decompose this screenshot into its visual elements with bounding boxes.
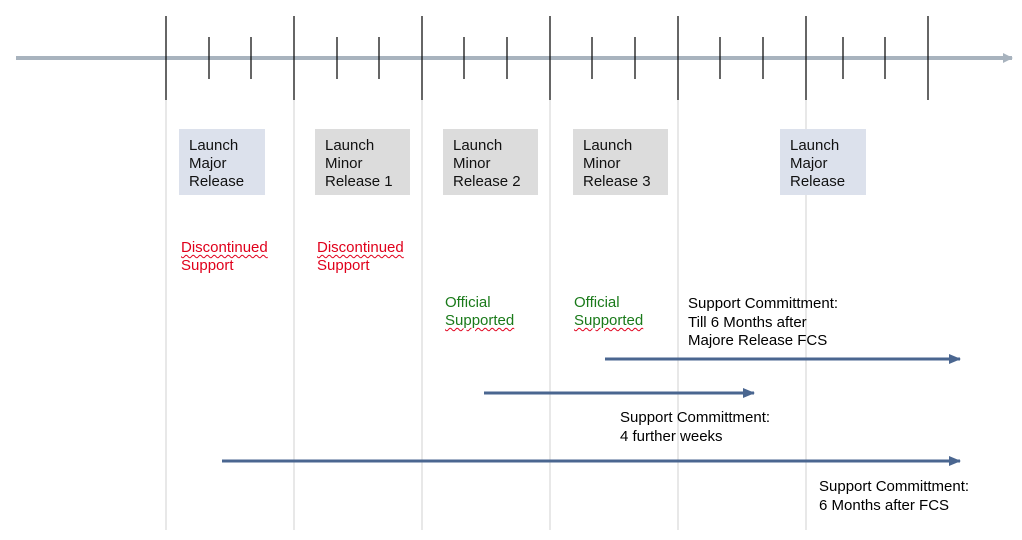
note-line: Majore Release FCS xyxy=(688,332,828,349)
status-supported-minor-3: Official Supported xyxy=(574,294,643,330)
release-line: Release xyxy=(189,173,245,190)
release-line: Release 2 xyxy=(453,173,521,190)
release-line: Launch xyxy=(790,137,840,154)
release-line: Minor xyxy=(453,155,491,172)
status-line: Discontinued xyxy=(181,239,268,256)
minor-ticks xyxy=(208,37,886,79)
note-line: Till 6 Months after xyxy=(688,313,807,331)
release-box-major-1: Launch Major Release xyxy=(179,129,265,195)
release-line: Release 3 xyxy=(583,173,651,190)
release-line: Release 1 xyxy=(325,173,393,190)
status-line: Supported xyxy=(445,312,515,329)
release-box-minor-3: Launch Minor Release 3 xyxy=(573,129,668,195)
release-line: Release xyxy=(790,173,846,190)
status-line: Official xyxy=(574,294,620,311)
release-box-minor-2: Launch Minor Release 2 xyxy=(443,129,538,195)
release-line: Launch xyxy=(189,137,239,154)
commitment-note-6-months-after-major: Support Committment: Till 6 Months after… xyxy=(688,295,838,351)
release-line: Launch xyxy=(325,137,375,154)
status-line: Support xyxy=(317,257,370,274)
status-line: Discontinued xyxy=(317,239,404,256)
release-line: Launch xyxy=(583,137,633,154)
release-line: Major xyxy=(790,155,828,172)
commitment-note-4-weeks: Support Committment: 4 further weeks xyxy=(620,409,770,446)
note-line: 6 Months after FCS xyxy=(819,496,950,514)
release-box-major-2: Launch Major Release xyxy=(780,129,866,195)
major-ticks xyxy=(165,16,929,100)
release-line: Major xyxy=(189,155,227,172)
note-line: Support Committment: xyxy=(620,409,771,426)
note-line: Support Committment: xyxy=(688,295,839,312)
status-line: Support xyxy=(181,257,234,274)
status-discontinued-major: Discontinued Support xyxy=(181,239,268,275)
release-line: Launch xyxy=(453,137,503,154)
note-line: 4 further weeks xyxy=(620,427,723,445)
status-supported-minor-2: Official Supported xyxy=(445,294,514,330)
note-line: Support Committment: xyxy=(819,478,970,495)
release-line: Minor xyxy=(583,155,621,172)
status-discontinued-minor-1: Discontinued Support xyxy=(317,239,404,275)
release-box-minor-1: Launch Minor Release 1 xyxy=(315,129,410,195)
release-line: Minor xyxy=(325,155,363,172)
status-line: Official xyxy=(445,294,491,311)
commitment-note-6-months-fcs: Support Committment: 6 Months after FCS xyxy=(819,478,969,515)
status-line: Supported xyxy=(574,312,644,329)
